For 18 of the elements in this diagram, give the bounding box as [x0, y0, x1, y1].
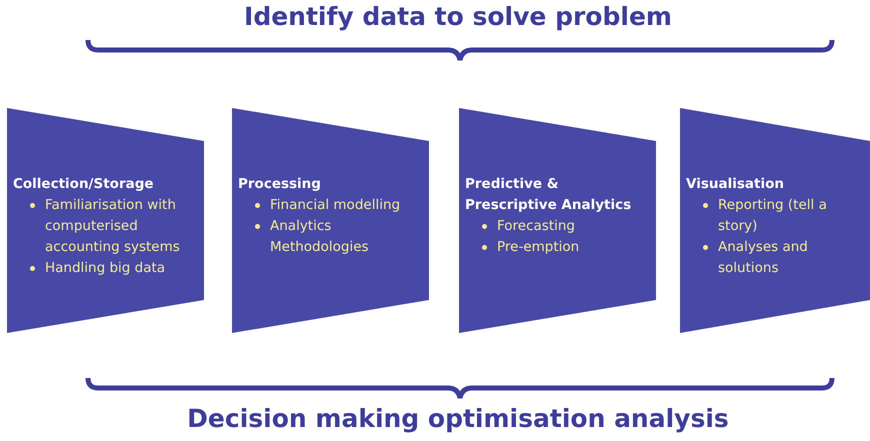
stage-heading: Visualisation	[686, 175, 785, 194]
bullet-item: Analyses and solutions	[718, 238, 809, 278]
bullet-item: Handling big data	[45, 259, 166, 278]
trapezoid-stage	[459, 108, 656, 333]
trapezoid-stage	[680, 108, 870, 333]
caption: Decision making optimisation analysis	[187, 404, 729, 433]
stage-heading: Predictive & Prescriptive Analytics	[465, 175, 632, 215]
stage-heading: Collection/Storage	[13, 175, 155, 194]
trapezoid-stage	[232, 108, 429, 333]
bullet-item: Pre-emption	[497, 238, 580, 257]
title: Identify data to solve problem	[244, 2, 672, 31]
bullet-item: Analytics Methodologies	[270, 217, 370, 257]
bullet-item: Familiarisation with computerised accounting systems	[45, 196, 181, 257]
bullet-item: Forecasting	[497, 217, 576, 236]
trapezoid-stage	[7, 108, 204, 333]
bullet-item: Financial modelling	[270, 196, 402, 215]
bullet-item: Reporting (tell a story)	[718, 196, 828, 236]
stage-heading: Processing	[238, 175, 322, 194]
